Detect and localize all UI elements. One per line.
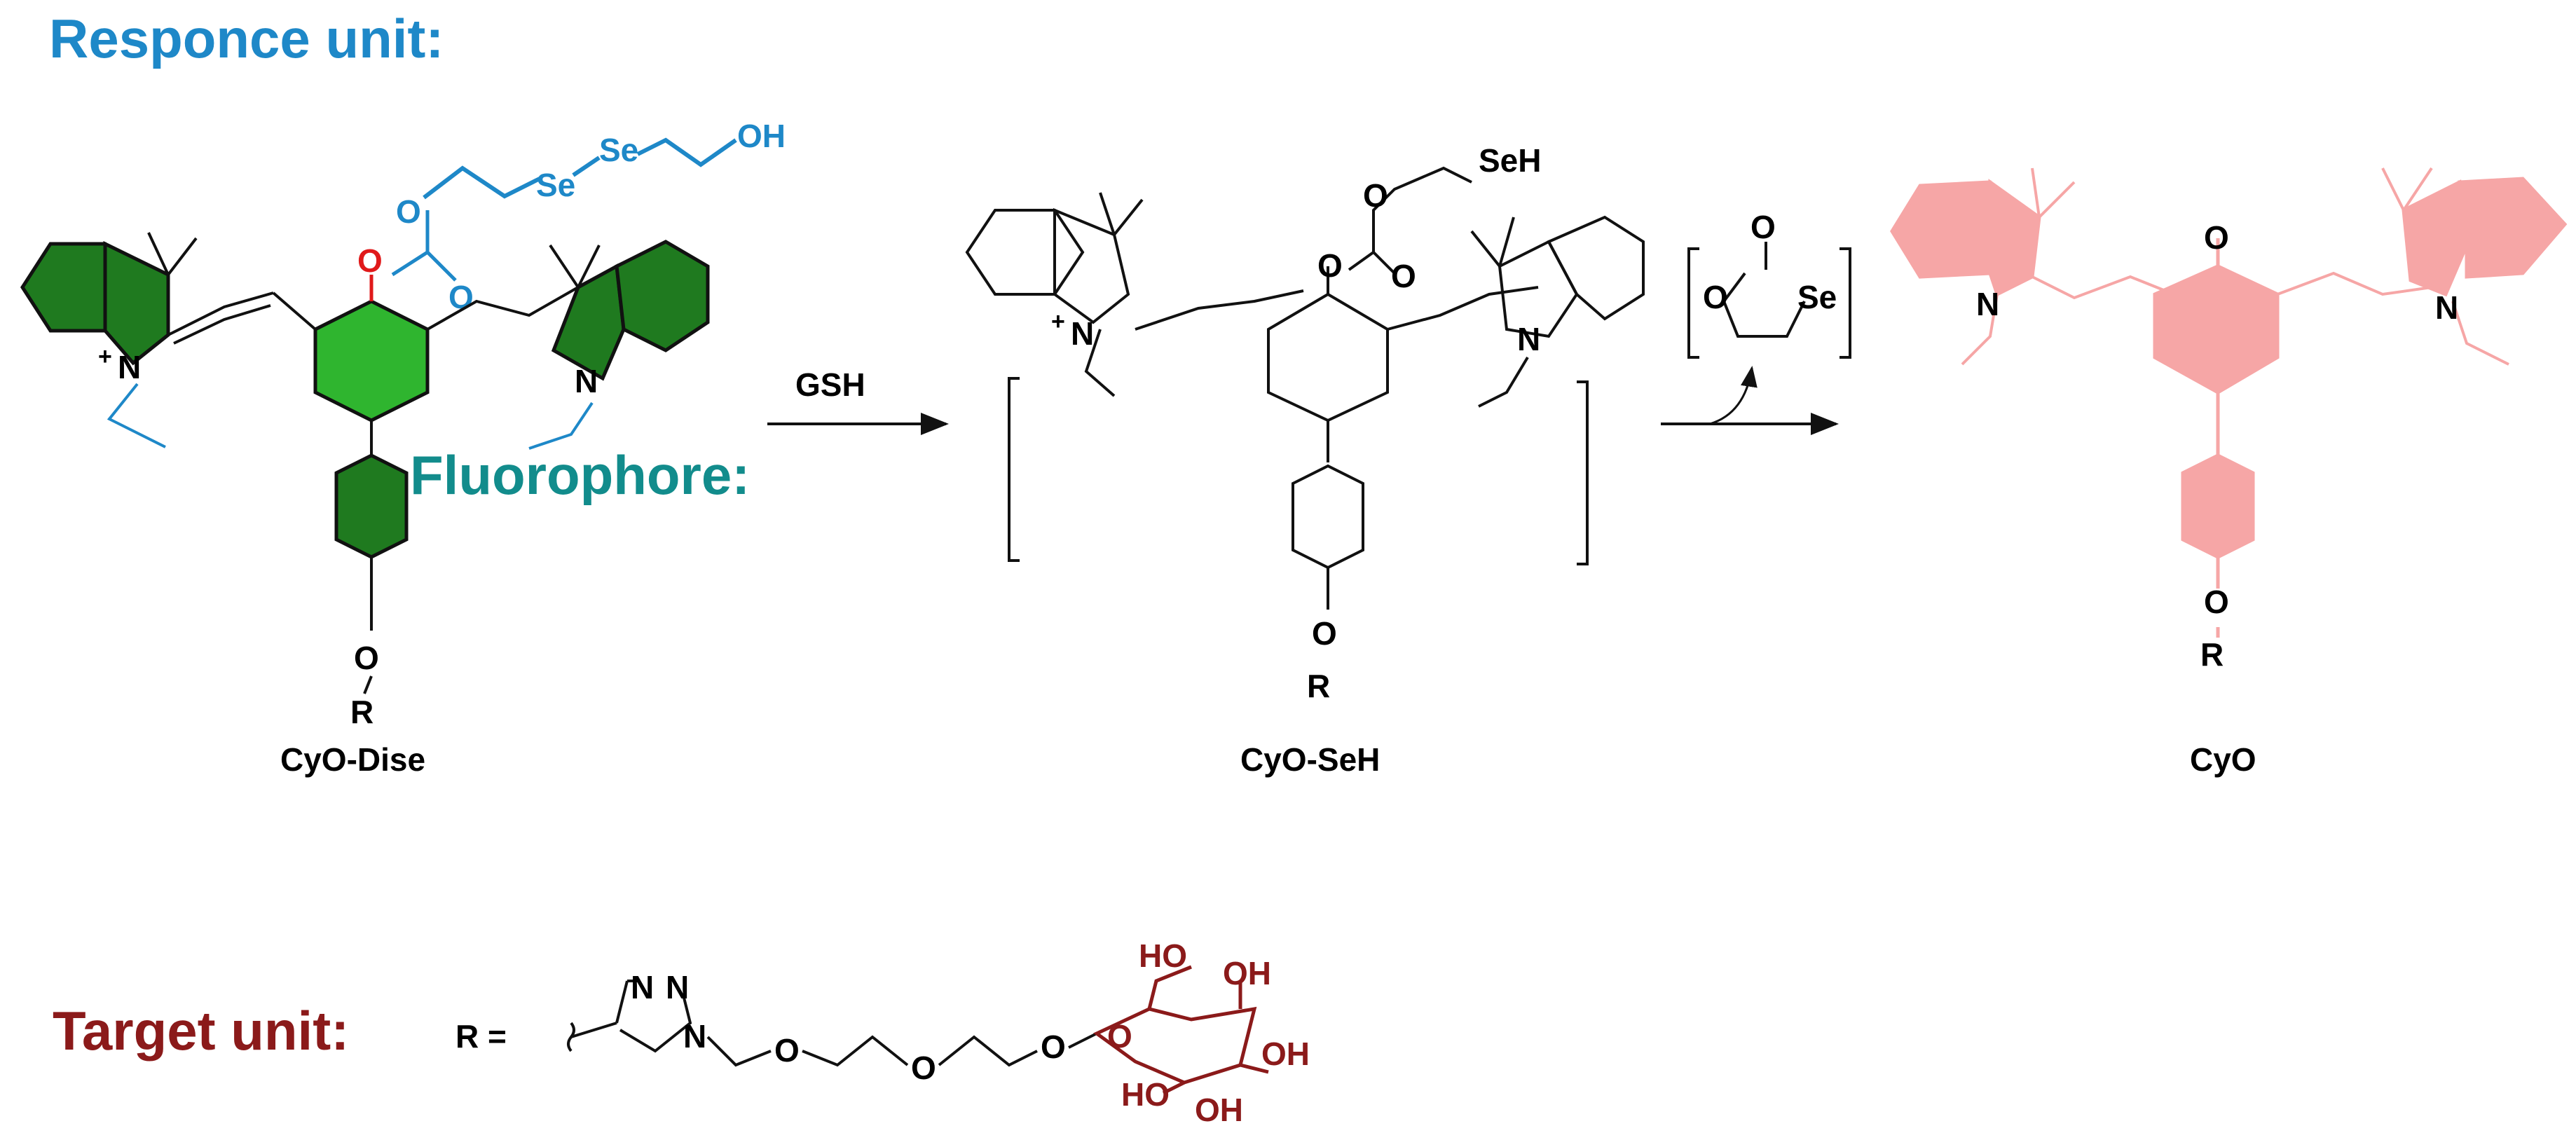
compound-cyo (1890, 167, 2568, 638)
cyo-right-nitrogen: N (2435, 289, 2458, 326)
sugar-oh-1: OH (1223, 955, 1271, 991)
r-group-2: R (1307, 668, 1330, 704)
peg-oxygen-2: O (911, 1050, 936, 1086)
compound-cyo-seh (965, 166, 1645, 610)
reaction-arrow-1: GSH (767, 366, 949, 435)
sugar-oh-2: OH (1261, 1036, 1310, 1072)
seh-carbonate-oxygen: O (1317, 247, 1343, 284)
seh-charge-plus: + (1051, 308, 1065, 335)
sugar-ho-1: HO (1139, 937, 1187, 974)
peg-oxygen-3: O (1041, 1029, 1066, 1065)
response-unit-heading: Responce unit: (49, 8, 444, 69)
peg-oxygen-1: O (774, 1032, 800, 1069)
byproduct-bracket-left (1687, 247, 1699, 359)
compound-cyo-seh-labels: N + N O O O SeH O R CyO-SeH (1051, 142, 1541, 778)
ester-oxygen: O (396, 193, 421, 230)
cyo-right-benzene (2458, 177, 2568, 279)
reagent-gsh: GSH (795, 366, 865, 403)
r-group-1: R (350, 694, 374, 730)
cyo-left-pyrrole (1988, 179, 2041, 297)
phenyl-ring (334, 453, 409, 559)
left-pyrrole-ring (103, 240, 170, 366)
cyo-phenyl-ring (2181, 453, 2255, 559)
compound-cyo-dise: N + O O O Se Se OH N O R CyO-Dise (20, 118, 786, 778)
selenocarbonate-ring-o: O (1703, 279, 1728, 315)
triazole-n3: N (683, 1018, 706, 1055)
bracket-right (1577, 380, 1589, 565)
byproduct-bracket-right (1839, 247, 1851, 359)
sugar-ho-2: HO (1121, 1076, 1170, 1113)
central-benzene-ring (313, 299, 430, 423)
triazole-n1: N (631, 969, 654, 1005)
cyo-central-ring (2153, 264, 2280, 394)
cyo-left-nitrogen: N (1976, 286, 1999, 322)
carbonate-oxygen: O (357, 242, 383, 279)
seh-carbonyl-oxygen: O (1391, 258, 1416, 294)
ether-oxygen-1: O (354, 640, 379, 676)
seh-left-nitrogen: N (1071, 315, 1094, 352)
ether-oxygen-3: O (2204, 584, 2229, 620)
compound-cyo-labels: N N O O R CyO (1976, 219, 2458, 778)
seh-ester-oxygen: O (1363, 177, 1388, 214)
target-unit-structure: R = N N N O O O O HO OH OH HO OH (455, 937, 1310, 1128)
selenium-2: Se (599, 132, 638, 168)
cyo-right-pyrrole (2402, 179, 2469, 297)
ether-oxygen-2: O (1312, 615, 1337, 652)
right-pyrrole-ring (551, 263, 626, 381)
label-cyo-seh: CyO-SeH (1240, 741, 1380, 778)
right-benzene-ring (615, 240, 710, 352)
seh-right-nitrogen: N (1517, 321, 1540, 357)
bracket-left (1008, 377, 1020, 562)
left-nitrogen: N (118, 349, 141, 385)
selenol-group: SeH (1479, 142, 1541, 179)
target-unit-heading: Target unit: (53, 1000, 349, 1062)
label-cyo-dise: CyO-Dise (280, 741, 425, 778)
selenium-1: Se (536, 167, 575, 203)
r-equals: R = (455, 1018, 507, 1055)
right-nitrogen: N (575, 363, 598, 399)
cyo-ketone-oxygen: O (2204, 219, 2229, 256)
r-group-3: R (2200, 636, 2224, 673)
terminal-hydroxyl: OH (737, 118, 786, 154)
charge-plus: + (98, 343, 112, 370)
sugar-ring-oxygen: O (1107, 1018, 1132, 1055)
reaction-arrow-2: O O Se (1661, 209, 1851, 435)
selenocarbonate-carbonyl-o: O (1751, 209, 1776, 245)
sugar-ring (1093, 965, 1269, 1095)
fluorophore-heading: Fluorophore: (410, 444, 750, 506)
triazole-n2: N (666, 969, 689, 1005)
sugar-oh-3: OH (1195, 1092, 1243, 1128)
label-cyo: CyO (2190, 741, 2256, 778)
selenocarbonate-se: Se (1797, 279, 1837, 315)
